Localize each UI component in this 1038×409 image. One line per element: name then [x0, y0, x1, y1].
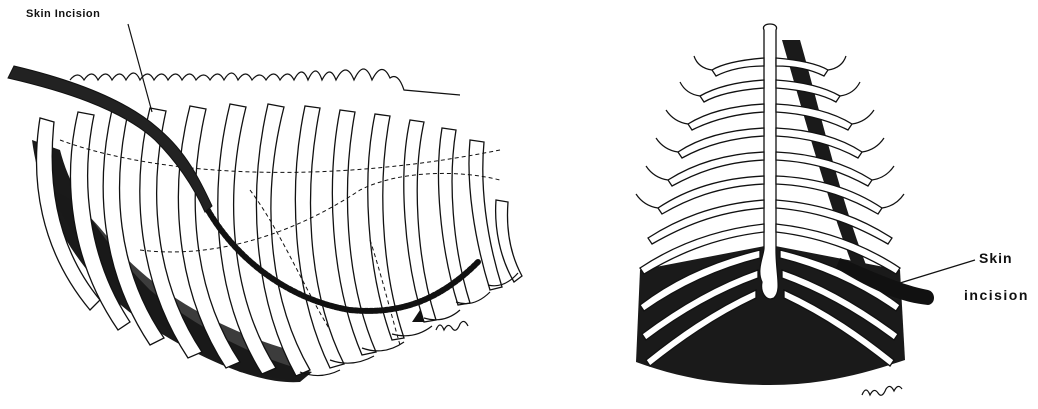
lateral-artist-signature [436, 321, 468, 330]
ventral-artist-signature [862, 386, 902, 395]
lateral-label-leader-line [128, 24, 152, 112]
right-incision-label-line2: incision [964, 287, 1029, 303]
right-incision-label-line1: Skin [979, 250, 1013, 266]
lateral-internal-outline-1 [60, 140, 500, 172]
ventral-thorax-illustration [636, 24, 975, 395]
lateral-ribs [37, 104, 522, 376]
spinous-processes-outline [70, 69, 460, 95]
lateral-thorax-illustration [8, 24, 522, 382]
left-incision-label: Skin Incision [26, 8, 100, 20]
ventral-label-leader-line [900, 260, 975, 283]
